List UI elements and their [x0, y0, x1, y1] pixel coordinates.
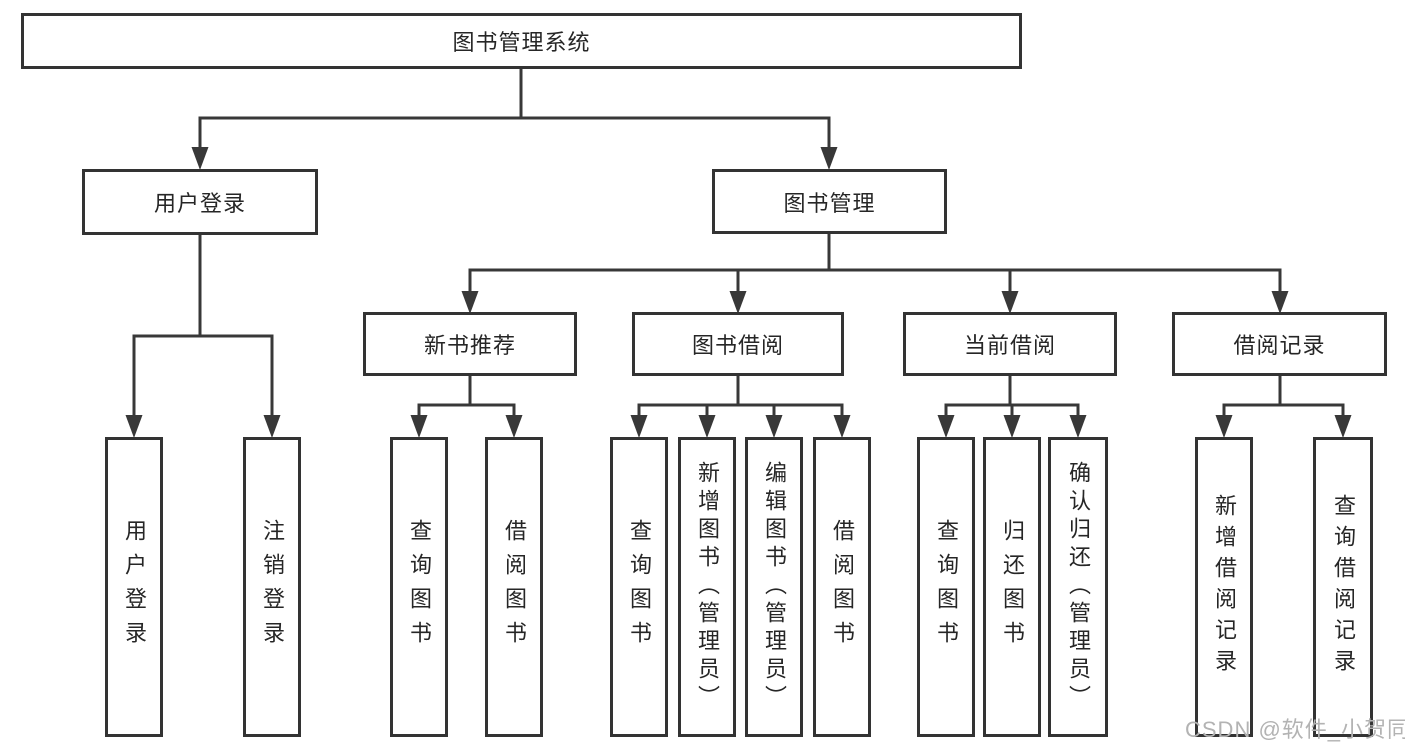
node-leaf-user-login: 用户登录 — [105, 437, 163, 737]
node-book-management: 图书管理 — [712, 169, 947, 234]
node-book-borrow-label: 图书借阅 — [691, 333, 784, 358]
edge-user-login-to-leaves — [125, 235, 281, 438]
node-leaf-borrow-book-1-label: 借阅图书 — [502, 519, 527, 655]
node-leaf-borrow-book-1: 借阅图书 — [485, 437, 543, 737]
edge-book-borrow-to-leaves — [630, 376, 851, 438]
node-user-login: 用户登录 — [82, 169, 318, 235]
node-leaf-query-borrow-record-label: 查询借阅记录 — [1331, 494, 1356, 680]
node-user-login-label: 用户登录 — [153, 191, 246, 216]
node-leaf-query-book-1-label: 查询图书 — [407, 519, 432, 655]
node-leaf-query-book-2-label: 查询图书 — [627, 519, 652, 655]
node-current-borrow-label: 当前借阅 — [963, 333, 1056, 358]
node-new-book-recommend-label: 新书推荐 — [423, 333, 516, 358]
node-leaf-edit-book-admin-label: 编辑图书（管理员） — [762, 461, 787, 713]
edge-borrow-record-to-leaves — [1215, 376, 1352, 438]
node-leaf-edit-book-admin: 编辑图书（管理员） — [745, 437, 803, 737]
node-leaf-query-book-2: 查询图书 — [610, 437, 668, 737]
edge-new-book-recommend-to-leaves — [410, 376, 523, 438]
node-leaf-borrow-book-2-label: 借阅图书 — [830, 519, 855, 655]
node-leaf-logout-label: 注销登录 — [260, 519, 285, 655]
node-leaf-query-borrow-record: 查询借阅记录 — [1313, 437, 1373, 737]
node-leaf-confirm-return-admin: 确认归还（管理员） — [1048, 437, 1108, 737]
node-library-system: 图书管理系统 — [21, 13, 1022, 69]
node-borrow-record: 借阅记录 — [1172, 312, 1387, 376]
watermark: CSDN @软件_小贺同学 — [1185, 717, 1405, 742]
node-book-management-label: 图书管理 — [783, 190, 876, 216]
node-leaf-borrow-book-2: 借阅图书 — [813, 437, 871, 737]
node-book-borrow: 图书借阅 — [632, 312, 844, 376]
edge-current-borrow-to-leaves — [937, 376, 1087, 438]
node-leaf-query-book-1: 查询图书 — [390, 437, 448, 737]
node-leaf-add-book-admin-label: 新增图书（管理员） — [695, 461, 720, 713]
node-leaf-query-book-3-label: 查询图书 — [934, 519, 959, 655]
node-leaf-add-book-admin: 新增图书（管理员） — [678, 437, 736, 737]
edge-book-management-to-level3 — [461, 234, 1289, 314]
node-leaf-return-book: 归还图书 — [983, 437, 1041, 737]
node-leaf-logout: 注销登录 — [243, 437, 301, 737]
node-leaf-return-book-label: 归还图书 — [1000, 519, 1025, 655]
node-borrow-record-label: 借阅记录 — [1233, 333, 1326, 358]
node-current-borrow: 当前借阅 — [903, 312, 1117, 376]
node-leaf-query-book-3: 查询图书 — [917, 437, 975, 737]
node-library-system-label: 图书管理系统 — [452, 30, 591, 55]
node-leaf-confirm-return-admin-label: 确认归还（管理员） — [1066, 461, 1091, 713]
node-leaf-add-borrow-record-label: 新增借阅记录 — [1212, 494, 1237, 680]
edge-root-to-level2 — [191, 69, 838, 170]
node-leaf-user-login-label: 用户登录 — [122, 519, 147, 655]
node-new-book-recommend: 新书推荐 — [363, 312, 577, 376]
node-leaf-add-borrow-record: 新增借阅记录 — [1195, 437, 1253, 737]
